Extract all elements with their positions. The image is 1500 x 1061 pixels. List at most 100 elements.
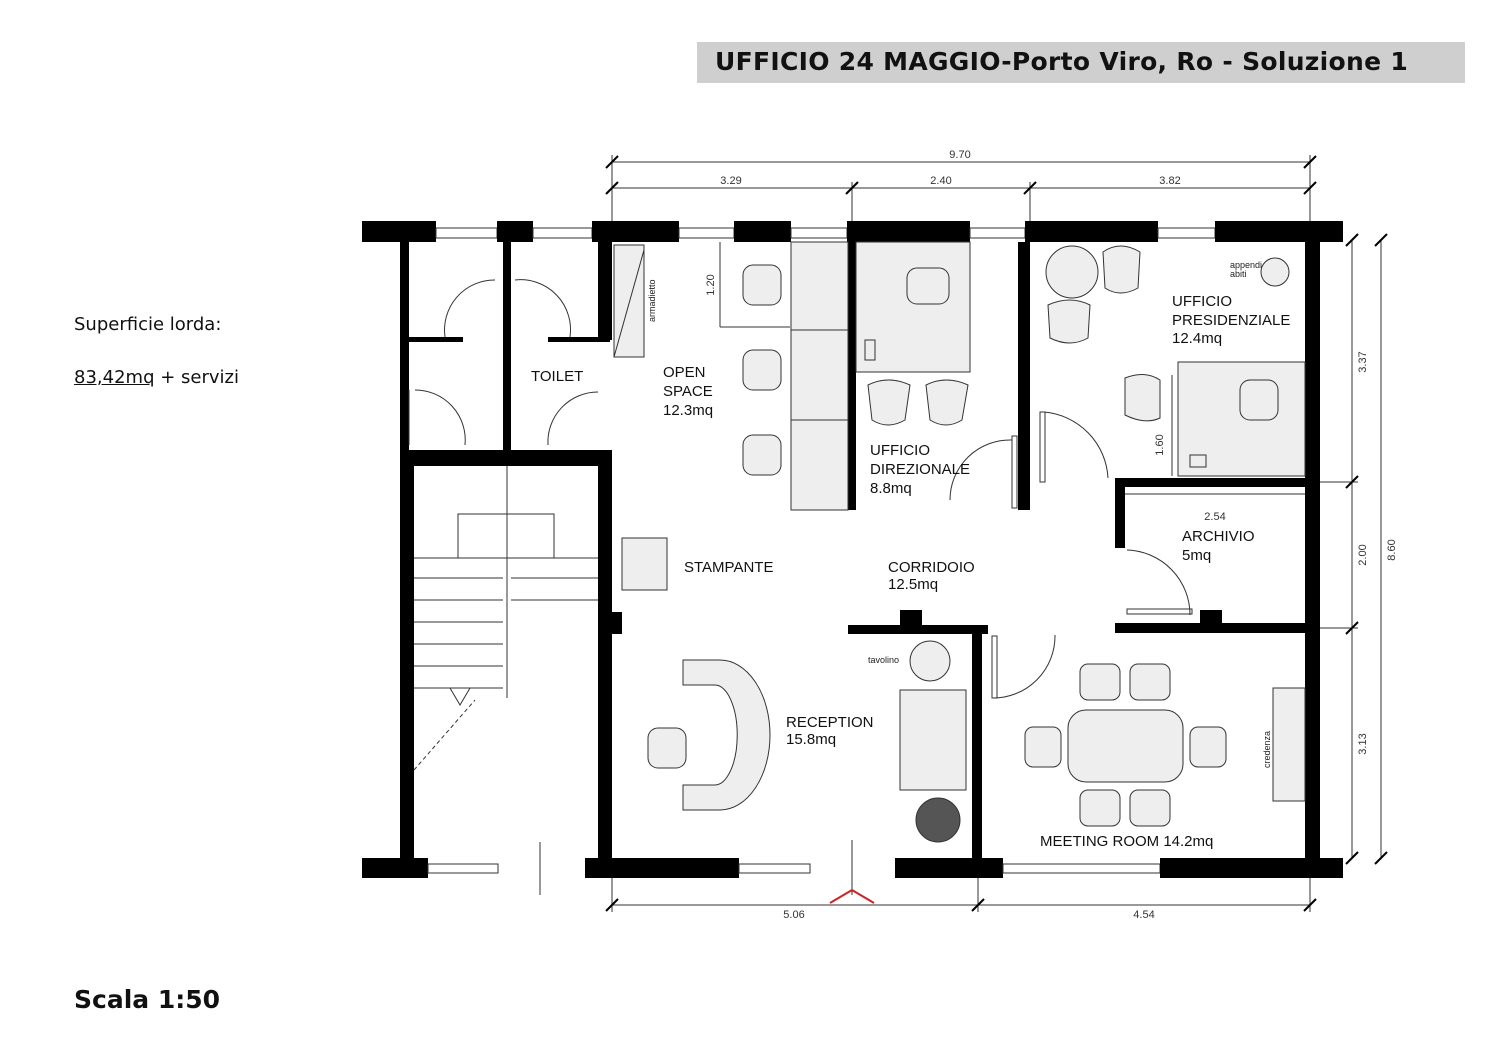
plan-shape bbox=[598, 455, 612, 858]
label-reception-area: 15.8mq bbox=[786, 731, 836, 748]
plan-shape bbox=[605, 898, 619, 912]
plan-shape bbox=[971, 898, 985, 912]
plan-shape bbox=[548, 337, 610, 342]
plan-shape bbox=[742, 264, 782, 306]
plan-shape bbox=[900, 610, 922, 630]
plan-shape bbox=[405, 337, 463, 342]
dim-total-height: 8.60 bbox=[1386, 539, 1398, 560]
dim-inner-2: 1.60 bbox=[1154, 434, 1166, 455]
credenza-sideboard bbox=[1272, 687, 1306, 802]
presidenziale-desk bbox=[1177, 361, 1306, 477]
plan-shape bbox=[605, 155, 619, 169]
plan-shape bbox=[1043, 411, 1109, 479]
dim-inner-1: 1.20 bbox=[705, 274, 717, 295]
plan-shape bbox=[400, 466, 414, 858]
plan-shape bbox=[867, 379, 911, 426]
walls bbox=[362, 221, 1343, 878]
room-labels: TOILET OPEN SPACE 12.3mq UFFICIO DIREZIO… bbox=[531, 260, 1290, 850]
dimension-lines bbox=[605, 155, 1388, 912]
plan-shape bbox=[547, 391, 599, 446]
furniture bbox=[613, 241, 1306, 843]
plan-shape bbox=[457, 513, 555, 559]
label-open-space-2: SPACE bbox=[663, 383, 713, 400]
open-space-desks bbox=[790, 241, 849, 511]
plan-shape bbox=[991, 635, 998, 699]
plan-shape bbox=[362, 858, 428, 878]
plan-shape bbox=[1160, 858, 1343, 878]
dim-top-1: 3.29 bbox=[720, 175, 741, 187]
plan-shape bbox=[864, 339, 876, 361]
dim-top-2: 2.40 bbox=[930, 175, 951, 187]
label-corridoio-area: 12.5mq bbox=[888, 576, 938, 593]
plan-shape bbox=[598, 242, 612, 340]
label-corridoio: CORRIDOIO bbox=[888, 559, 975, 576]
plan-shape bbox=[605, 181, 619, 195]
plan-shape bbox=[1374, 851, 1388, 865]
plan-shape bbox=[1215, 221, 1343, 242]
plan-shape bbox=[972, 633, 982, 858]
plan-shape bbox=[969, 227, 1026, 239]
plan-shape bbox=[1115, 478, 1320, 487]
plan-shape bbox=[449, 687, 471, 706]
plan-shape bbox=[592, 221, 679, 242]
dim-right-2: 2.00 bbox=[1357, 544, 1369, 565]
label-appendi-2: abiti bbox=[1230, 269, 1247, 279]
label-appendi-1: appendi bbox=[1230, 260, 1262, 270]
dim-right-1: 3.37 bbox=[1357, 351, 1369, 372]
plan-shape bbox=[1018, 242, 1030, 510]
chairs bbox=[647, 245, 1279, 827]
dim-top-3: 3.82 bbox=[1159, 175, 1180, 187]
label-direzionale-1: UFFICIO bbox=[870, 442, 930, 459]
plan-shape bbox=[678, 227, 735, 239]
plan-shape bbox=[847, 221, 970, 242]
plan-shape bbox=[1200, 610, 1222, 630]
plan-shape bbox=[1303, 181, 1317, 195]
scale-label: Scala 1:50 bbox=[74, 985, 221, 1014]
label-presidenziale-2: PRESIDENZIALE bbox=[1172, 312, 1290, 329]
dim-inner-3: 2.54 bbox=[1204, 511, 1225, 523]
plan-shape bbox=[1157, 227, 1216, 239]
tavolino-table bbox=[909, 640, 951, 682]
title-bar: UFFICIO 24 MAGGIO-Porto Viro, Ro - Soluz… bbox=[697, 42, 1465, 83]
superficie-label: Superficie lorda: bbox=[74, 314, 222, 335]
plan-shape bbox=[514, 279, 572, 338]
plan-shape bbox=[598, 612, 622, 634]
plan-shape bbox=[1124, 374, 1161, 422]
plan-title: UFFICIO 24 MAGGIO-Porto Viro, Ro - Soluz… bbox=[715, 47, 1409, 76]
dim-bottom-1: 5.06 bbox=[783, 909, 804, 921]
plan-shape bbox=[1129, 789, 1171, 827]
staircase bbox=[413, 466, 598, 771]
plan-shape bbox=[1079, 789, 1121, 827]
plan-shape bbox=[362, 221, 436, 242]
reception-counter bbox=[682, 659, 771, 811]
plan-shape bbox=[427, 863, 499, 874]
plan-shape bbox=[1126, 549, 1191, 616]
label-direzionale-2: DIREZIONALE bbox=[870, 461, 970, 478]
plan-shape bbox=[1115, 478, 1125, 548]
entrance-marker bbox=[829, 888, 875, 904]
plan-shape bbox=[1039, 411, 1046, 483]
plan-shape bbox=[400, 242, 409, 450]
label-open-space-area: 12.3mq bbox=[663, 402, 713, 419]
plan-shape bbox=[1002, 863, 1161, 874]
label-open-space-1: OPEN bbox=[663, 364, 706, 381]
plan-shape bbox=[1189, 454, 1207, 468]
dimension-labels: 9.70 3.29 2.40 3.82 3.37 2.00 3.13 8.60 … bbox=[705, 149, 1398, 921]
plan-shape bbox=[1374, 233, 1388, 247]
plan-shape bbox=[1129, 663, 1171, 701]
plan-shape bbox=[1126, 608, 1193, 615]
dim-right-3: 3.13 bbox=[1357, 733, 1369, 754]
coat-rack bbox=[1260, 257, 1290, 287]
printer bbox=[621, 537, 668, 591]
label-meeting-room: MEETING ROOM 14.2mq bbox=[1040, 833, 1213, 850]
label-presidenziale-1: UFFICIO bbox=[1172, 293, 1232, 310]
presidenziale-round-table bbox=[1045, 245, 1099, 299]
plan-shape bbox=[1345, 851, 1359, 865]
plan-shape bbox=[742, 434, 782, 476]
label-presidenziale-area: 12.4mq bbox=[1172, 330, 1222, 347]
plan-shape bbox=[400, 450, 612, 466]
plan-shape bbox=[444, 279, 496, 338]
plan-shape bbox=[1102, 245, 1141, 294]
plan-shape bbox=[991, 634, 1056, 699]
